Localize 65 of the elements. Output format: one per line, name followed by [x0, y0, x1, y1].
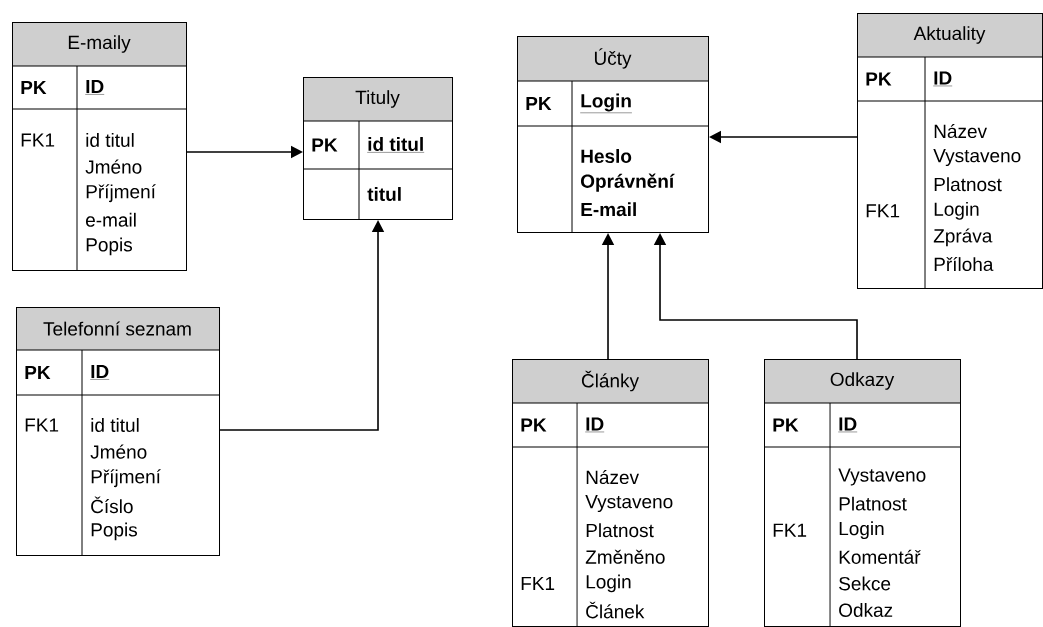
field-name: Jméno [90, 444, 147, 459]
table-header: Účty [594, 48, 632, 69]
pk-label: PK [21, 80, 47, 95]
pk-label: PK [526, 96, 552, 111]
field-name: Popis [91, 522, 138, 541]
field-name: id titul [91, 418, 139, 432]
field-name: Oprávnění [581, 173, 675, 192]
table-header: E-maily [68, 35, 131, 53]
field-name: Login [586, 574, 631, 593]
field-name: Odkaz [839, 603, 893, 617]
field-name: Příjmení [86, 184, 156, 203]
field-name: Jméno [85, 159, 142, 174]
field-name: titul [367, 187, 401, 201]
primary-key-field: ID [585, 417, 605, 433]
field-name: Platnost [839, 496, 907, 511]
pk-label: PK [312, 138, 338, 152]
entity-table [302, 77, 453, 220]
table-header: Aktuality [913, 26, 986, 44]
entity-table [511, 359, 709, 627]
entity-table [11, 22, 187, 271]
table-header: Telefonní seznam [43, 321, 191, 336]
primary-key-field: id titul [367, 137, 425, 153]
field-name: Login [934, 201, 979, 220]
primary-key-field: ID [85, 79, 105, 95]
field-name: E-mail [581, 202, 636, 217]
field-name: Sekce [839, 576, 891, 591]
entity-table [15, 307, 220, 556]
pk-label: PK [521, 418, 547, 432]
field-name: Změněno [585, 549, 665, 564]
pk-label: PK [25, 366, 51, 380]
entity-table [856, 13, 1043, 289]
fk-label: FK1 [25, 418, 59, 432]
field-name: Příloha [934, 256, 994, 272]
fk-label: FK1 [773, 523, 807, 537]
table-header: Články [581, 370, 639, 392]
field-name: Vystaveno [585, 495, 673, 513]
field-name: Login [839, 521, 884, 540]
primary-key-field: ID [838, 417, 858, 433]
fk-label: FK1 [21, 133, 55, 147]
table-header: Tituly [355, 90, 400, 108]
field-name: e-mail [86, 212, 136, 227]
field-name: Popis [86, 237, 133, 256]
field-name: Vystaveno [933, 149, 1021, 167]
primary-key-field: Login [580, 93, 633, 113]
field-name: Příjmení [91, 469, 161, 488]
primary-key-field: ID [90, 365, 110, 380]
field-name: Komentář [839, 549, 921, 564]
fk-label: FK1 [866, 204, 900, 218]
pk-label: PK [773, 418, 799, 432]
field-name: Číslo [91, 496, 133, 514]
field-name: Platnost [586, 523, 654, 538]
field-name: Heslo [581, 149, 632, 163]
entity-table [763, 359, 961, 627]
pk-label: PK [866, 72, 892, 86]
table-header: Odkazy [830, 372, 895, 390]
field-name: Článek [586, 601, 645, 619]
field-name: Název [934, 123, 987, 139]
field-name: Vystaveno [838, 468, 926, 486]
entity-table [516, 36, 709, 233]
field-name: Platnost [934, 177, 1002, 192]
field-name: Název [586, 469, 639, 485]
fk-label: FK1 [521, 576, 555, 590]
primary-key-field: ID [933, 71, 953, 87]
field-name: Zpráva [933, 228, 993, 247]
field-name: id titul [86, 133, 134, 147]
